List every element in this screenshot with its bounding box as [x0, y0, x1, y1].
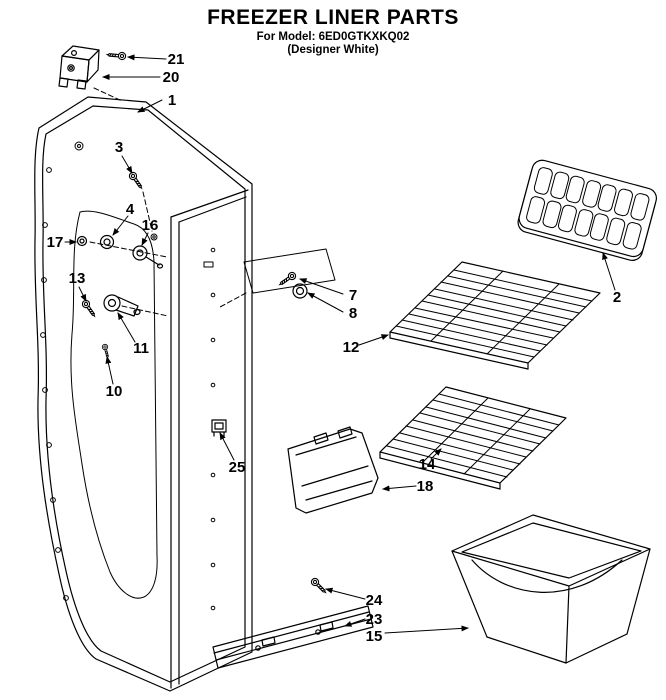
bracket-20-drawing — [58, 45, 100, 90]
callout-14: 14 — [419, 456, 436, 473]
leader-10 — [105, 356, 114, 385]
leader-25 — [219, 432, 235, 461]
ring-17-drawing — [76, 235, 88, 247]
leader-1 — [137, 99, 163, 113]
callout-15: 15 — [366, 628, 383, 645]
screw-24-drawing — [309, 576, 330, 597]
callout-21: 21 — [168, 51, 185, 68]
leader-2 — [602, 252, 616, 291]
callout-24: 24 — [366, 592, 383, 609]
callout-11: 11 — [133, 340, 149, 357]
callout-16: 16 — [142, 217, 159, 234]
ice-cube-tray-drawing — [517, 159, 657, 261]
callout-10: 10 — [106, 383, 123, 400]
screw-3-drawing — [127, 170, 146, 193]
leader-18 — [382, 485, 417, 492]
model-subtitle: For Model: 6ED0GTKXKQ02 — [256, 31, 410, 43]
finish-subtitle: (Designer White) — [287, 44, 379, 56]
alignment-dash-lines — [89, 87, 247, 317]
wire-shelf-14-drawing — [379, 386, 567, 490]
callout-12: 12 — [343, 339, 360, 356]
wire-shelf-12-drawing — [389, 261, 601, 370]
leader-14 — [430, 448, 442, 460]
leader-7 — [299, 278, 344, 295]
leader-15 — [384, 625, 469, 634]
liner-cabinet-drawing — [34, 96, 253, 692]
rail-18-drawing — [287, 426, 379, 514]
callout-3: 3 — [115, 139, 123, 156]
callout-4: 4 — [126, 201, 135, 218]
leader-16 — [141, 232, 149, 246]
leader-24 — [325, 587, 366, 600]
leader-lines — [64, 54, 616, 634]
stud-10-drawing — [101, 343, 112, 361]
leader-21 — [127, 54, 167, 61]
leader-13 — [78, 286, 87, 302]
callout-1: 1 — [168, 92, 176, 109]
screw-7-drawing — [275, 270, 298, 289]
callout-13: 13 — [69, 270, 86, 287]
leader-12 — [358, 334, 389, 346]
diagram-header: FREEZER LINER PARTS For Model: 6ED0GTKXK… — [0, 6, 666, 56]
callout-20: 20 — [163, 69, 180, 86]
screw-13-drawing — [80, 298, 99, 321]
leader-11 — [117, 312, 136, 343]
roller-4-drawing — [99, 234, 115, 250]
leader-4 — [112, 215, 129, 236]
callout-17: 17 — [47, 234, 64, 251]
clip-25-drawing — [211, 419, 227, 437]
grommet-8-drawing — [292, 283, 308, 299]
callout-2: 2 — [613, 289, 621, 306]
leader-8 — [307, 292, 344, 313]
callout-23: 23 — [366, 611, 383, 628]
basket-15-drawing — [451, 514, 651, 664]
callout-7: 7 — [349, 287, 357, 304]
leader-3 — [121, 155, 133, 174]
callout-18: 18 — [417, 478, 434, 495]
callout-25: 25 — [229, 459, 246, 476]
page-title: FREEZER LINER PARTS — [207, 6, 459, 29]
roller-16-drawing — [132, 245, 164, 269]
callout-labels: 21 20 1 3 4 16 17 13 7 8 11 12 2 10 25 1… — [47, 51, 622, 645]
grommet-plate-drawing — [243, 248, 336, 294]
callout-8: 8 — [349, 305, 357, 322]
roller-assembly-11-drawing — [103, 294, 141, 317]
leader-23 — [344, 618, 366, 627]
